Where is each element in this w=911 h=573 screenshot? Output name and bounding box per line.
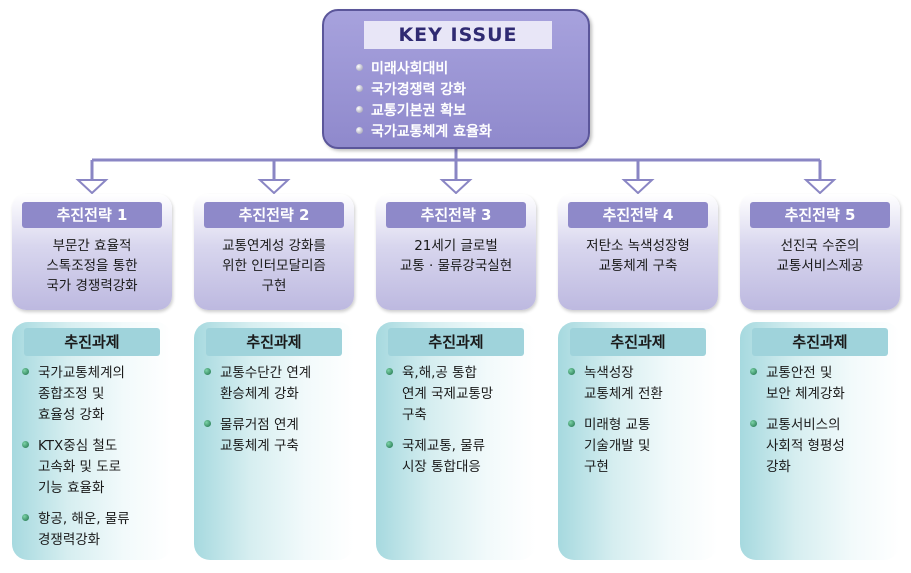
- bullet-icon: [356, 106, 363, 113]
- bullet-icon: [22, 441, 29, 448]
- task-list: 국가교통체계의 종합조정 및 효율성 강화 KTX중심 철도 고속화 및 도로 …: [20, 362, 168, 560]
- task-label: 추진과제: [206, 328, 342, 356]
- strategy-description: 교통연계성 강화를 위한 인터모달리즘 구현: [222, 238, 326, 294]
- task-box-4: 추진과제 녹색성장 교통체계 전환 미래형 교통 기술개발 및 구현: [558, 322, 718, 560]
- strategy-description: 21세기 글로벌 교통 · 물류강국실현: [399, 238, 513, 274]
- task-box-3: 추진과제 육,해,공 통합 연계 국제교통망 구축 국제교통, 물류 시장 통합…: [376, 322, 536, 560]
- task-item: 항공, 해운, 물류 경쟁력강화: [20, 508, 168, 550]
- strategy-label: 추진전략 4: [568, 202, 708, 228]
- key-issue-item: 국가경쟁력 강화: [356, 78, 492, 99]
- strategy-box-5: 추진전략 5 선진국 수준의 교통서비스제공: [740, 194, 900, 310]
- strategy-label: 추진전략 3: [386, 202, 526, 228]
- strategy-box-4: 추진전략 4 저탄소 녹색성장형 교통체계 구축: [558, 194, 718, 310]
- task-box-1: 추진과제 국가교통체계의 종합조정 및 효율성 강화 KTX중심 철도 고속화 …: [12, 322, 172, 560]
- task-item: 교통수단간 연계 환승체계 강화: [202, 362, 350, 404]
- strategy-box-1: 추진전략 1 부문간 효율적 스톡조정을 통한 국가 경쟁력강화: [12, 194, 172, 310]
- key-issue-title: KEY ISSUE: [364, 21, 552, 49]
- task-label: 추진과제: [388, 328, 524, 356]
- bullet-icon: [356, 85, 363, 92]
- strategy-box-2: 추진전략 2 교통연계성 강화를 위한 인터모달리즘 구현: [194, 194, 354, 310]
- task-item: KTX중심 철도 고속화 및 도로 기능 효율화: [20, 435, 168, 498]
- task-item: 미래형 교통 기술개발 및 구현: [566, 414, 714, 477]
- arrow-4: [621, 160, 655, 195]
- task-item: 육,해,공 통합 연계 국제교통망 구축: [384, 362, 532, 425]
- strategy-description: 선진국 수준의 교통서비스제공: [776, 238, 864, 274]
- arrow-5: [803, 160, 837, 195]
- bullet-icon: [750, 420, 757, 427]
- task-item: 교통서비스의 사회적 형평성 강화: [748, 414, 896, 477]
- bullet-icon: [750, 368, 757, 375]
- task-item: 국가교통체계의 종합조정 및 효율성 강화: [20, 362, 168, 425]
- task-box-2: 추진과제 교통수단간 연계 환승체계 강화 물류거점 연계 교통체계 구축: [194, 322, 354, 560]
- task-label: 추진과제: [570, 328, 706, 356]
- key-issue-item: 국가교통체계 효율화: [356, 120, 492, 141]
- strategy-label: 추진전략 5: [750, 202, 890, 228]
- task-box-5: 추진과제 교통안전 및 보안 체계강화 교통서비스의 사회적 형평성 강화: [740, 322, 900, 560]
- task-list: 교통안전 및 보안 체계강화 교통서비스의 사회적 형평성 강화: [748, 362, 896, 487]
- bullet-icon: [204, 368, 211, 375]
- strategy-box-3: 추진전략 3 21세기 글로벌 교통 · 물류강국실현: [376, 194, 536, 310]
- connector-lines: [75, 149, 837, 195]
- key-issue-box: KEY ISSUE 미래사회대비 국가경쟁력 강화 교통기본권 확보 국가교통체…: [322, 9, 590, 149]
- bullet-icon: [356, 127, 363, 134]
- task-list: 교통수단간 연계 환승체계 강화 물류거점 연계 교통체계 구축: [202, 362, 350, 466]
- arrow-1: [75, 160, 109, 195]
- arrow-2: [257, 160, 291, 195]
- task-list: 녹색성장 교통체계 전환 미래형 교통 기술개발 및 구현: [566, 362, 714, 487]
- bullet-icon: [568, 420, 575, 427]
- task-item: 녹색성장 교통체계 전환: [566, 362, 714, 404]
- task-list: 육,해,공 통합 연계 국제교통망 구축 국제교통, 물류 시장 통합대응: [384, 362, 532, 487]
- key-issue-item: 미래사회대비: [356, 57, 492, 78]
- strategy-label: 추진전략 1: [22, 202, 162, 228]
- task-label: 추진과제: [24, 328, 160, 356]
- bullet-icon: [22, 368, 29, 375]
- bullet-icon: [386, 441, 393, 448]
- bullet-icon: [356, 64, 363, 71]
- strategy-description: 저탄소 녹색성장형 교통체계 구축: [586, 238, 690, 274]
- key-issue-list: 미래사회대비 국가경쟁력 강화 교통기본권 확보 국가교통체계 효율화: [356, 57, 492, 141]
- bullet-icon: [204, 420, 211, 427]
- task-item: 국제교통, 물류 시장 통합대응: [384, 435, 532, 477]
- arrow-3: [439, 160, 473, 195]
- task-item: 교통안전 및 보안 체계강화: [748, 362, 896, 404]
- bullet-icon: [386, 368, 393, 375]
- task-item: 물류거점 연계 교통체계 구축: [202, 414, 350, 456]
- task-label: 추진과제: [752, 328, 888, 356]
- strategy-description: 부문간 효율적 스톡조정을 통한 국가 경쟁력강화: [46, 238, 138, 294]
- key-issue-item: 교통기본권 확보: [356, 99, 492, 120]
- bullet-icon: [568, 368, 575, 375]
- strategy-label: 추진전략 2: [204, 202, 344, 228]
- bullet-icon: [22, 514, 29, 521]
